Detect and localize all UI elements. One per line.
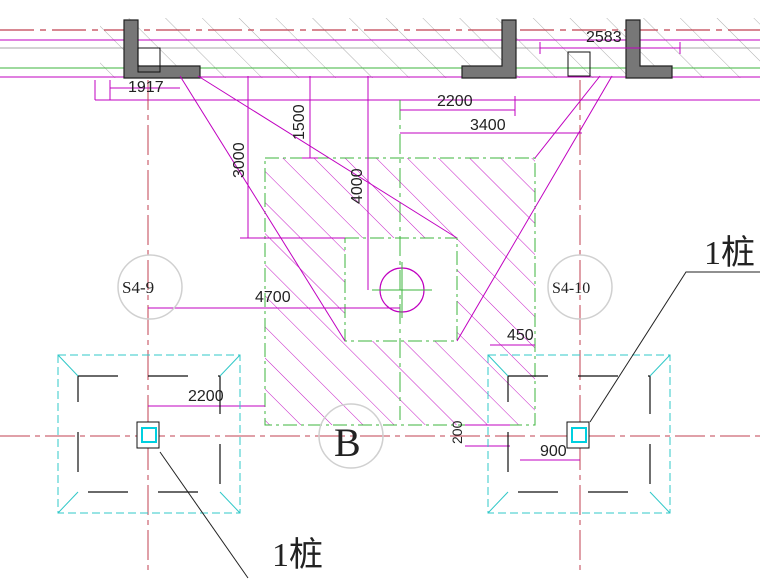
pile-cap-right (487, 271, 760, 514)
pit-region (264, 157, 536, 426)
dim-2200-left: 2200 (188, 388, 224, 405)
dim-2583: 2583 (586, 29, 622, 46)
pile-label-bottom-left: 1桩 (272, 536, 323, 574)
axis-bubbles (117, 254, 613, 469)
dim-1917: 1917 (128, 79, 164, 96)
dim-2200-top: 2200 (437, 93, 473, 110)
dim-200: 200 (449, 420, 465, 444)
dim-4700: 4700 (255, 289, 291, 306)
axes (0, 80, 760, 575)
dim-4000: 4000 (349, 168, 366, 204)
dimension-lines (110, 42, 681, 461)
axis-labels: S4-9 S4-10 B (122, 278, 590, 465)
pile-label-top-right: 1桩 (704, 234, 755, 272)
grid-label-b: B (334, 420, 361, 465)
pile-labels: 1桩 1桩 (272, 234, 755, 574)
dim-1500: 1500 (291, 104, 308, 140)
axis-label-s4-9: S4-9 (122, 278, 154, 297)
axis-label-s4-10: S4-10 (552, 280, 590, 297)
dimension-texts: 1917 2583 2200 3400 1500 3000 4000 4700 … (128, 29, 622, 460)
dim-3400: 3400 (470, 117, 506, 134)
dim-3000: 3000 (231, 142, 248, 178)
dim-450: 450 (507, 327, 534, 344)
wall-columns (123, 19, 673, 79)
dim-900: 900 (540, 443, 567, 460)
pile-cap-left (57, 354, 249, 579)
